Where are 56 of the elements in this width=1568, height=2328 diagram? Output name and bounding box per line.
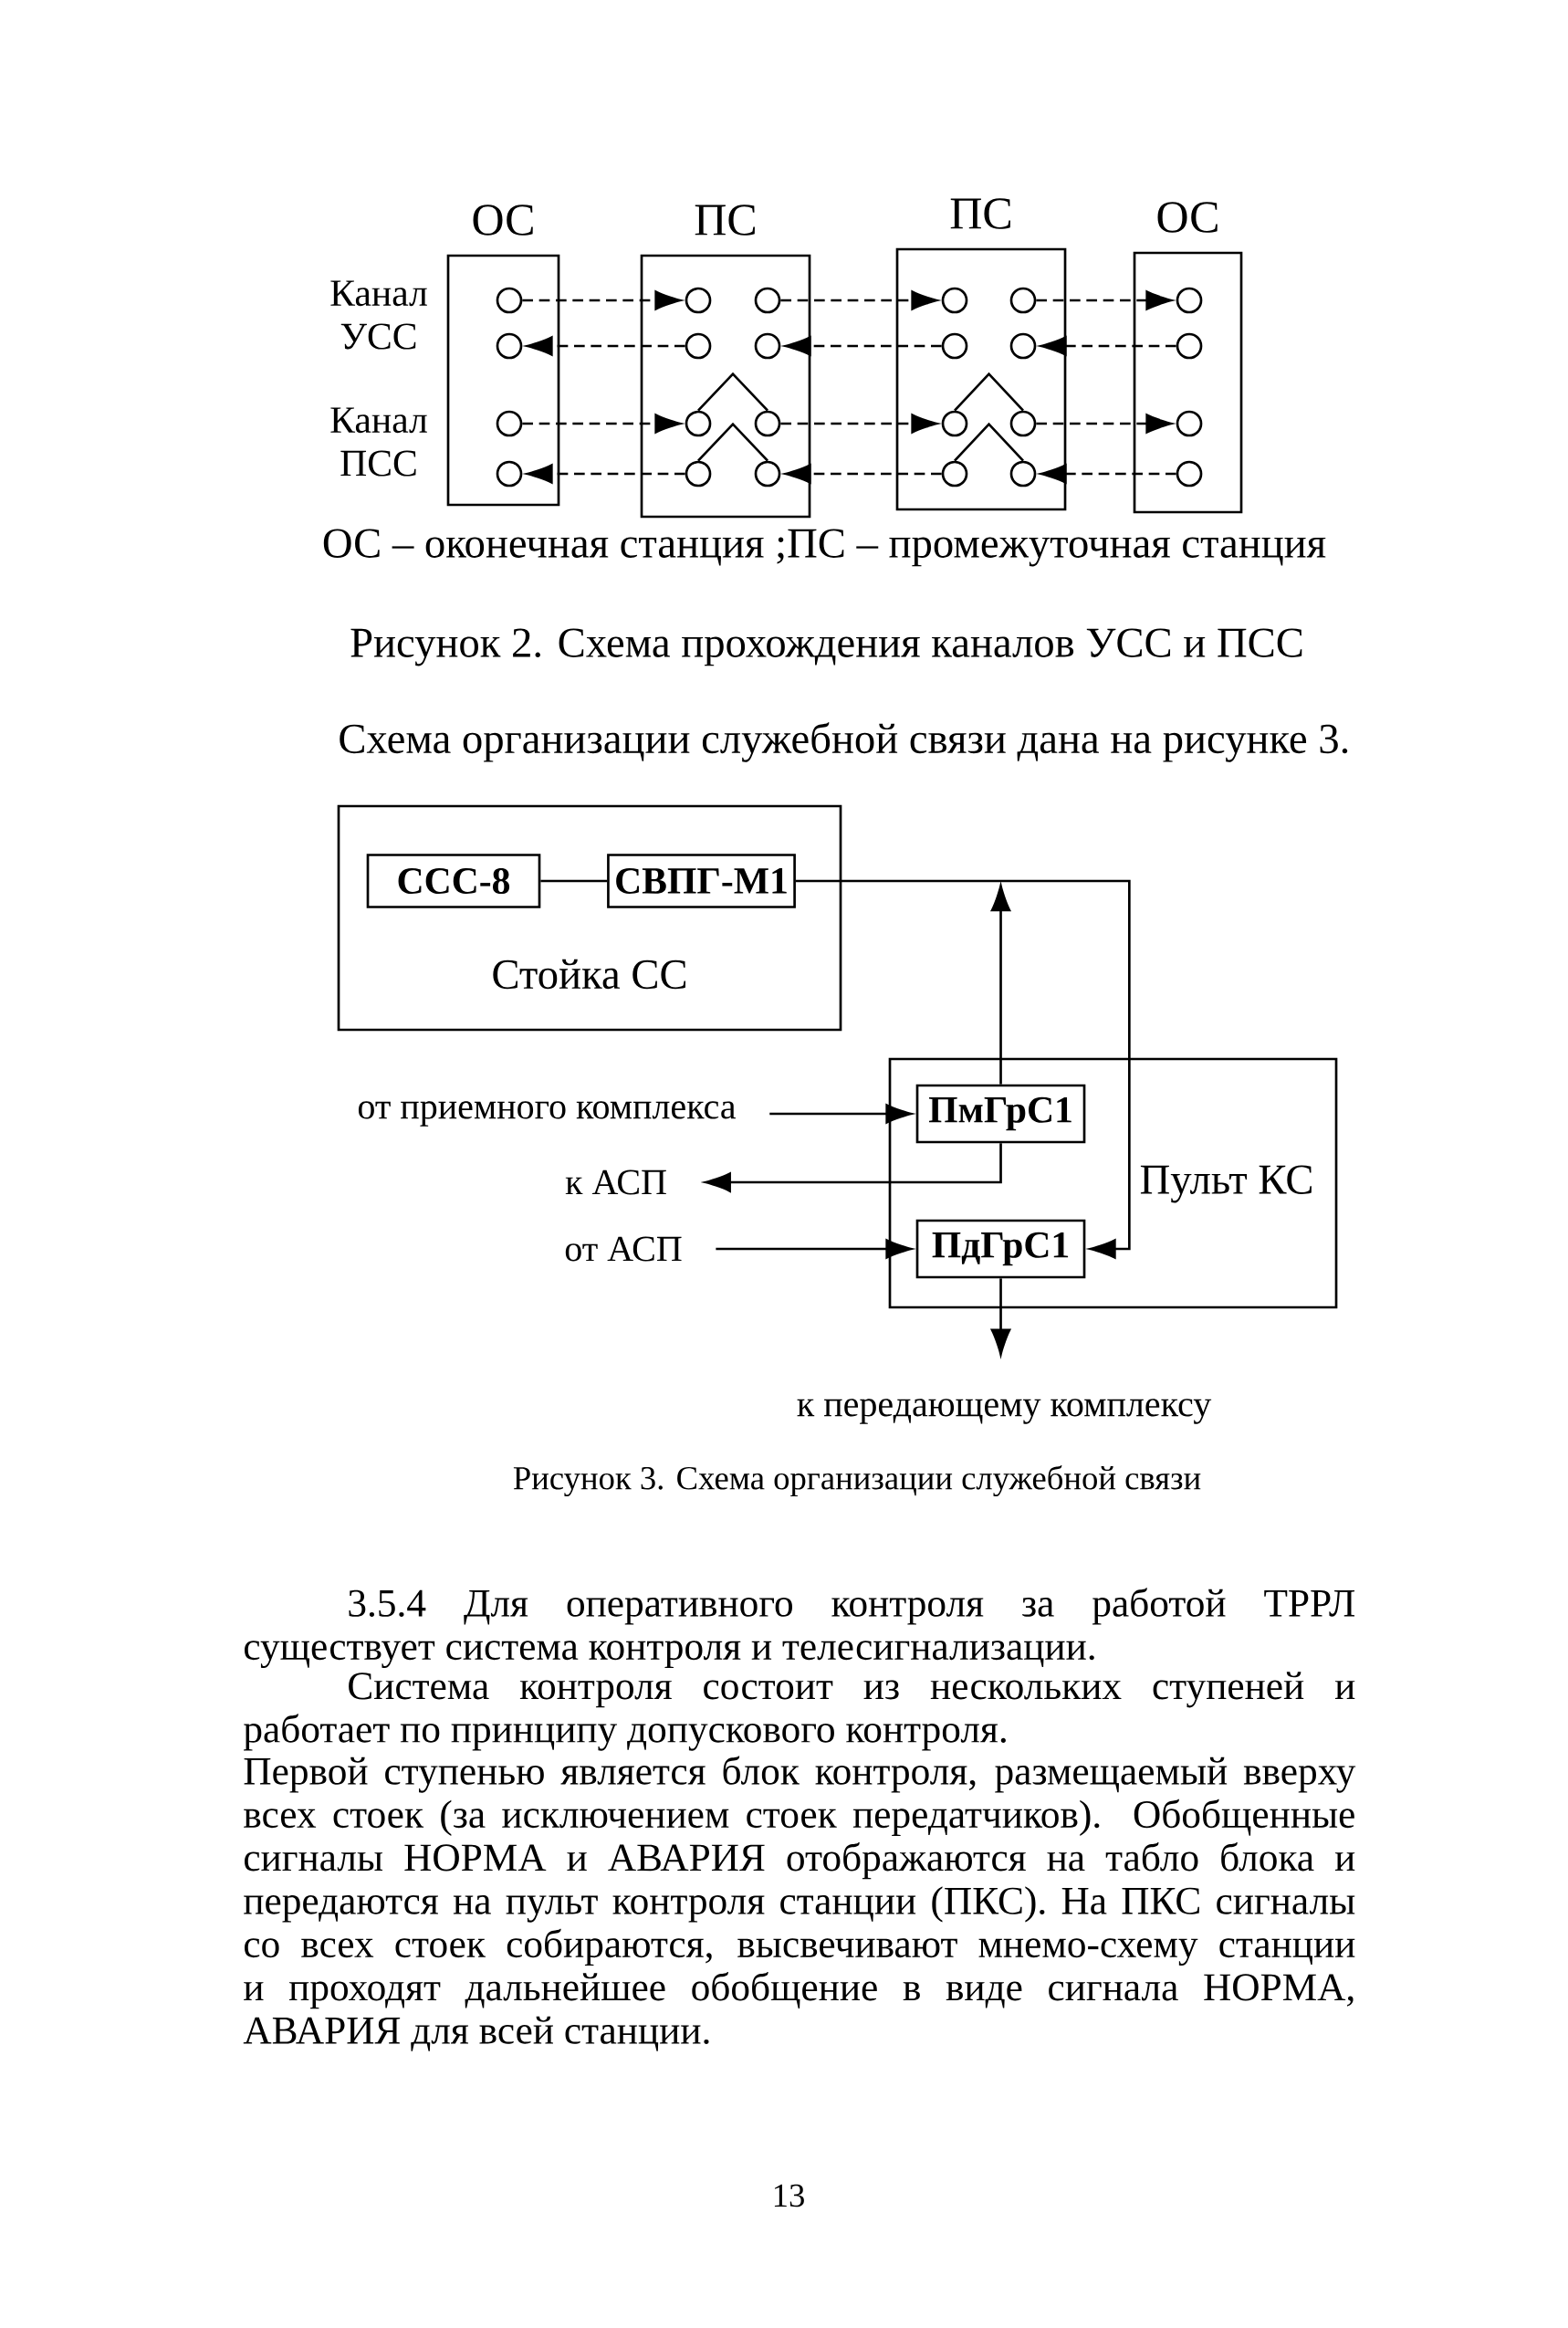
terminal-circle xyxy=(1176,410,1203,437)
node-label: ОС xyxy=(1157,202,1218,233)
terminal-circle xyxy=(941,287,968,314)
block-box: СВПГ-М1 xyxy=(607,854,796,908)
station-box: ОС xyxy=(446,204,560,507)
node-label: ОС xyxy=(473,204,533,236)
terminal-circle xyxy=(685,287,712,314)
terminal-circle xyxy=(1176,460,1203,488)
block-box: ПдГрС1 xyxy=(915,1219,1086,1279)
block-box: ПмГрС1 xyxy=(915,1084,1086,1144)
terminal-circle xyxy=(941,460,968,488)
block-box: ССС-8 xyxy=(366,854,541,908)
arrow xyxy=(795,879,1131,1259)
paragraph: Первой ступенью является блок контроля, размещаемый вверху всех стоек (за исключением стоек передатчиков). Обобщенные сигналы НОРМА и АВАРИЯ отображаются на табло блока и передаются на пульт контроля станции (ПКС). На ПКС сигналы со всех стоек собираются, высвечивают мнемо-схему станции и проходят дальнейшее обобщение в виде сигнала НОРМА, АВАРИЯ для всей станции. xyxy=(243,1756,1356,2051)
connector-line xyxy=(697,372,768,412)
terminal-circle xyxy=(1176,332,1203,360)
station-box: ПС xyxy=(895,198,1067,511)
terminal-circle xyxy=(685,460,712,488)
terminal-circle xyxy=(1009,460,1037,488)
terminal-circle xyxy=(496,332,523,360)
terminal-circle xyxy=(754,332,781,360)
terminal-circle xyxy=(941,410,968,437)
signal-label: к передающему комплексу xyxy=(797,1399,1212,1424)
terminal-circle xyxy=(496,410,523,437)
figure-caption: Рисунок 2. Схема прохождения каналов УСС и ПСС xyxy=(350,628,1302,666)
paragraph: Система контроля состоит из нескольких ступеней и работает по принципу допускового контроля. xyxy=(244,1672,1355,1751)
terminal-circle xyxy=(496,287,523,314)
figure-caption: Рисунок 3. Схема организации служебной связи xyxy=(513,1464,1201,1497)
terminal-circle xyxy=(1009,410,1037,437)
terminal-circle xyxy=(941,332,968,360)
terminal-circle xyxy=(754,460,781,488)
signal-label: от АСП xyxy=(565,1236,682,1262)
node-label: ПС xyxy=(695,204,755,236)
station-box: ПС xyxy=(640,204,811,519)
page-number: 13 xyxy=(774,2184,804,2207)
note-text: ОС – оконечная станция ;ПС – промежуточная станция xyxy=(323,529,1326,567)
channel-label: Канал ПСС xyxy=(330,407,427,477)
connector-line xyxy=(954,372,1024,412)
terminal-circle xyxy=(1009,332,1037,360)
node-label: ПС xyxy=(950,198,1010,229)
station-box: ОС xyxy=(1133,202,1243,514)
terminal-circle xyxy=(685,332,712,360)
signal-label: к АСП xyxy=(565,1169,666,1195)
connector-line xyxy=(540,879,608,883)
terminal-circle xyxy=(754,410,781,437)
terminal-circle xyxy=(754,287,781,314)
paragraph: Схема организации служебной связи дана на рисунке 3. xyxy=(340,722,1348,762)
terminal-circle xyxy=(685,410,712,437)
paragraph: 3.5.4 Для оперативного контроля за работой ТРРЛ существует система контроля и телесигнализации. xyxy=(245,1588,1355,1669)
terminal-circle xyxy=(1009,287,1037,314)
connector-line xyxy=(954,422,1024,462)
signal-label: от приемного комплекса xyxy=(358,1101,736,1127)
connector-line xyxy=(697,422,768,462)
terminal-circle xyxy=(496,460,523,488)
channel-label: Канал УСС xyxy=(330,280,427,350)
terminal-circle xyxy=(1176,287,1203,314)
